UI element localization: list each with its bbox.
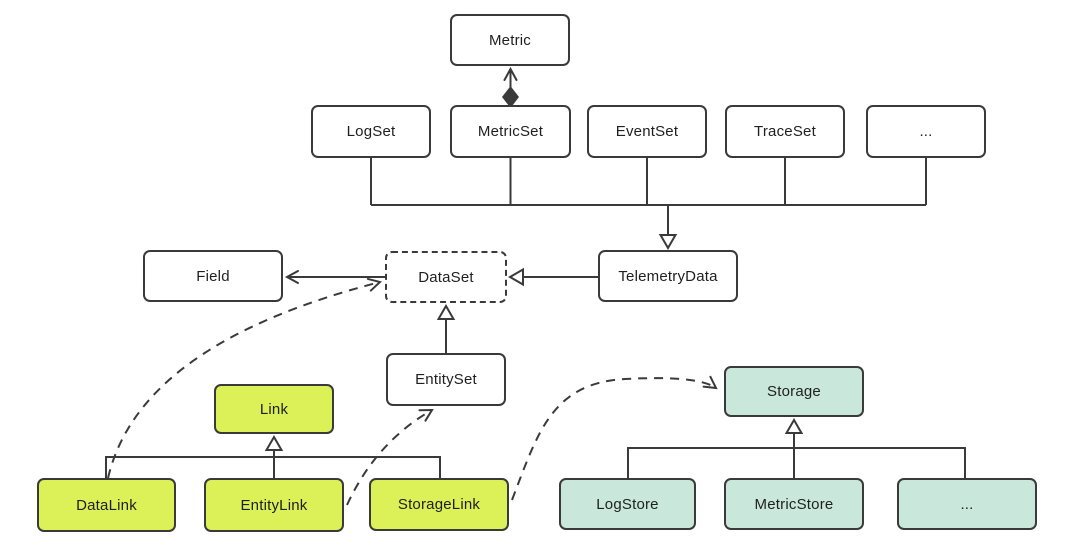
node-link: Link <box>214 384 334 434</box>
node-label: Storage <box>767 383 821 400</box>
node-label: DataLink <box>76 496 137 514</box>
node-sets-more: ... <box>866 105 986 158</box>
node-dataset: DataSet <box>385 251 507 303</box>
node-label: EntityLink <box>240 496 308 514</box>
node-stores-more: ... <box>897 478 1037 530</box>
node-logset: LogSet <box>311 105 431 158</box>
node-storage: Storage <box>724 366 864 417</box>
node-datalink: DataLink <box>37 478 176 532</box>
node-label: MetricSet <box>477 123 544 140</box>
node-label: TraceSet <box>754 123 816 140</box>
edge-stores-bus <box>627 447 966 478</box>
node-label: DataSet <box>418 268 474 286</box>
node-logstore: LogStore <box>559 478 696 530</box>
node-label: MetricStore <box>754 495 834 513</box>
node-label: EntitySet <box>415 371 477 388</box>
node-label: TelemetryData <box>618 267 718 285</box>
edge-datalink-dataset <box>107 277 383 479</box>
node-entitylink: EntityLink <box>204 478 344 532</box>
node-entityset: EntitySet <box>386 353 506 406</box>
node-metricstore: MetricStore <box>724 478 864 530</box>
node-label: EventSet <box>615 123 679 140</box>
edge-entitylink-entityset <box>346 408 434 506</box>
node-label: LogSet <box>346 123 396 140</box>
node-label: ... <box>960 495 974 513</box>
node-label: Field <box>196 267 230 285</box>
edge-storagelink-storage <box>511 375 718 501</box>
node-eventset: EventSet <box>587 105 707 158</box>
node-label: LogStore <box>596 495 659 513</box>
node-metric: Metric <box>450 14 570 66</box>
composition-diamond-icon <box>502 86 519 108</box>
node-label: StorageLink <box>397 496 481 513</box>
node-metricset: MetricSet <box>450 105 571 158</box>
node-label: Metric <box>488 31 532 49</box>
node-storagelink: StorageLink <box>369 478 509 531</box>
node-label: Link <box>259 400 289 418</box>
node-traceset: TraceSet <box>725 105 845 158</box>
node-label: ... <box>919 123 933 140</box>
node-telemetrydata: TelemetryData <box>598 250 738 302</box>
node-field: Field <box>143 250 283 302</box>
edge-sets-bus <box>370 158 927 206</box>
